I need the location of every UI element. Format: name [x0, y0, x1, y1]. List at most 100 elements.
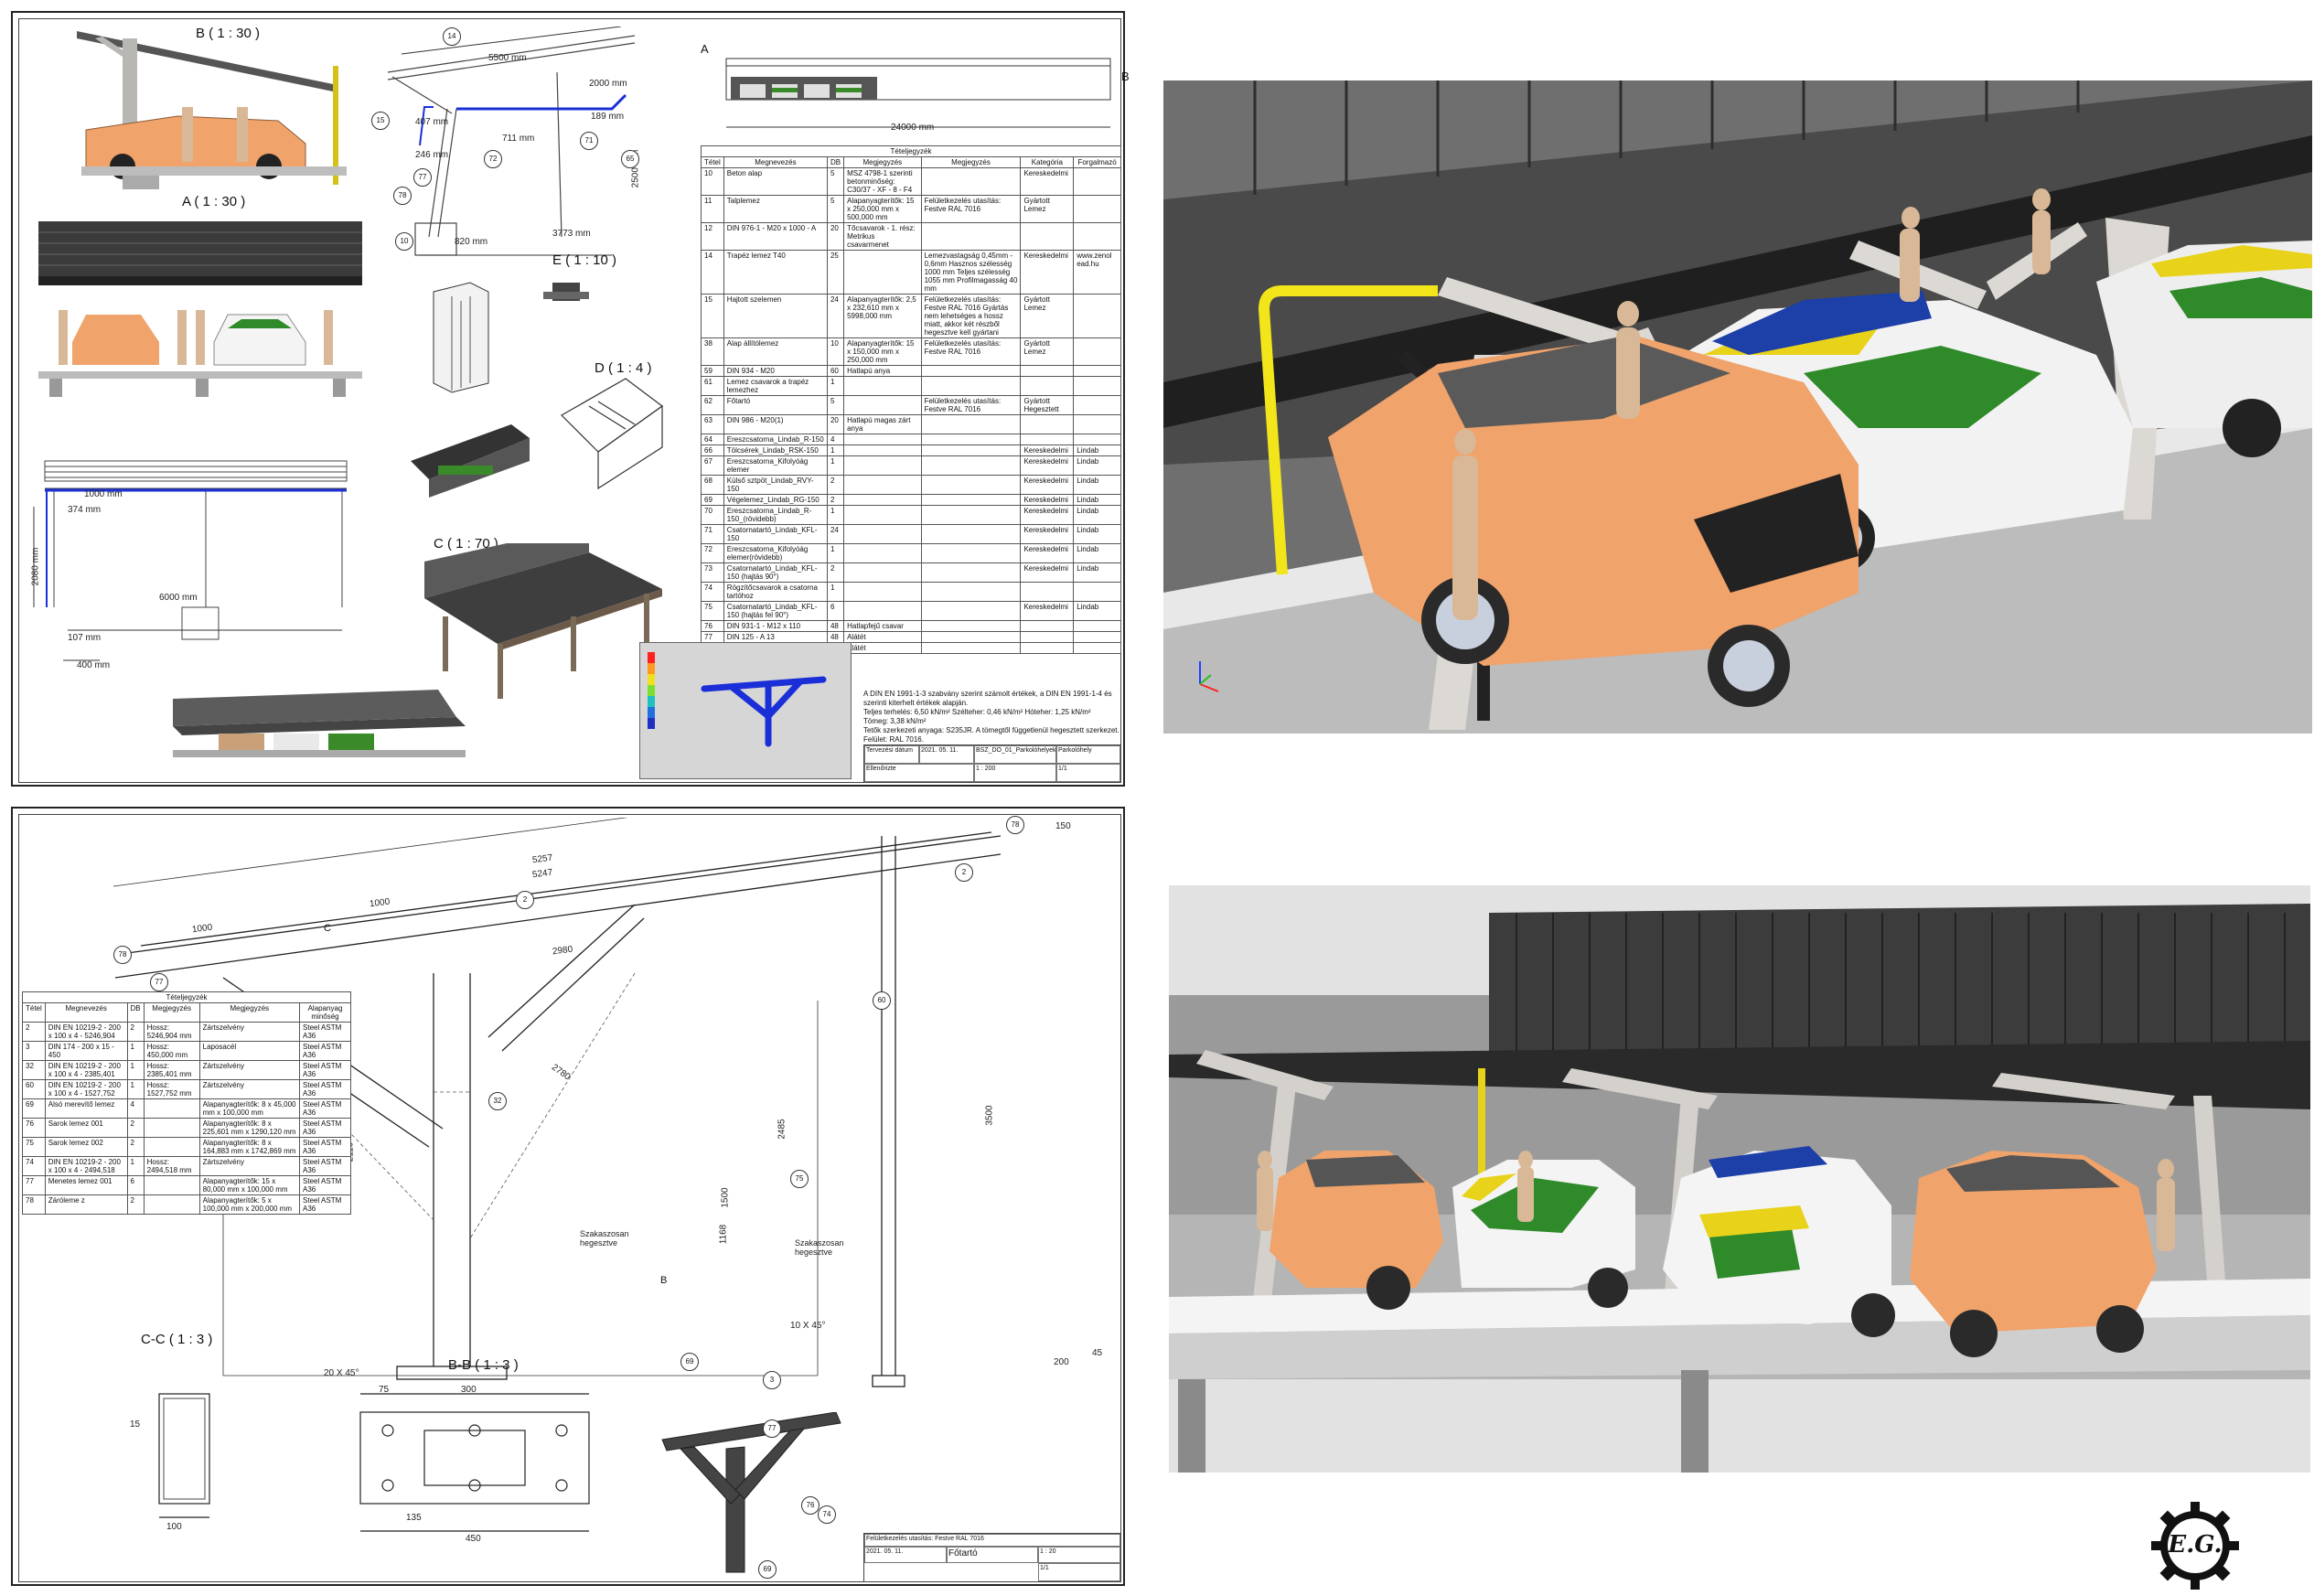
sheet2-bom-cell: DIN EN 10219-2 - 200 x 100 x 4 - 1527,75… [44, 1079, 128, 1099]
sheet1-bom-cell: Kereskedelmi [1020, 505, 1075, 525]
sheet2-bom-cell: Sarok lemez 001 [44, 1118, 128, 1138]
sheet1-bom-cell: 71 [701, 524, 724, 544]
sheet1-bom-cell: Főtartó [723, 395, 828, 415]
sheet2-bom-cell [143, 1175, 200, 1195]
view-c-render [406, 543, 680, 717]
sheet1-bom-cell: Lemezvastagság 0,45mm - 0,6mm Hasznos sz… [920, 250, 1022, 295]
dim-820: 820 mm [455, 237, 488, 247]
dim-100-cc: 100 [166, 1522, 182, 1532]
sheet1-bom-cell: Lemez csavarok a trapéz lemezhez [723, 376, 828, 396]
sheet1-bom-cell: 72 [701, 543, 724, 563]
section-bb-title: B-B ( 1 : 3 ) [448, 1357, 519, 1373]
sheet1-bom-cell: Alapanyagterítők: 15 x 150,000 mm x 250,… [843, 337, 922, 366]
sheet2-bom-cell: Zártszelvény [198, 1156, 301, 1176]
callout-75: 75 [790, 1170, 809, 1188]
sheet2-bom-cell [143, 1098, 200, 1119]
sheet1-bom-cell: 14 [701, 250, 724, 295]
sheet1-bom-cell [843, 582, 922, 602]
sheet1-bom-cell: Talplemez [723, 195, 828, 223]
sheet2-bom-cell: Alapanyagterítők: 8 x 45,000 mm x 100,00… [198, 1098, 301, 1119]
sheet1-bom-cell [1020, 620, 1075, 632]
sheet2-header-cell: Alapanyag minőség [299, 1002, 351, 1023]
sheet2-header-cell: Megnevezés [44, 1002, 128, 1023]
title-block-assembly: Tervezési dátum 2021. 05. 11. BSZ_DO_01_… [863, 744, 1121, 783]
sheet1-bom-cell: Felületkezelés utasítás: Festve RAL 7016 [920, 195, 1022, 223]
callout-14: 14 [443, 27, 461, 46]
sheet1-bom-cell [1073, 195, 1121, 223]
front-elevation-drawing [27, 452, 365, 676]
sheet1-bom-cell: 2 [826, 562, 845, 583]
dim-189: 189 mm [591, 112, 625, 122]
sheet2-bom-cell: 74 [22, 1156, 46, 1176]
weld-note-1: Szakaszosan hegesztve [580, 1229, 629, 1248]
dim-135: 135 [406, 1513, 422, 1523]
sheet1-bom-cell: 4 [826, 434, 845, 445]
view-e-detail [534, 269, 616, 324]
sheet2-bom-cell: Zártszelvény [198, 1060, 301, 1080]
tb2-name: Főtartó [947, 1547, 1038, 1563]
sheet2-bom-cell: Zártszelvény [198, 1079, 301, 1099]
sheet1-bom-cell [920, 365, 1022, 377]
drawing-sheet-main-beam: 5257 5247 1000 1000 2980 2780 3500 2110 … [11, 807, 1125, 1586]
sheet1-bom-cell: Gyártott Lemez [1020, 337, 1075, 366]
sheet1-bom-cell [843, 475, 922, 495]
dim-246: 246 mm [415, 150, 449, 160]
sheet1-bom-cell: DIN 986 - M20(1) [723, 414, 828, 434]
sheet2-bom-cell: 69 [22, 1098, 46, 1119]
sheet2-bom-cell: DIN EN 10219-2 - 200 x 100 x 4 - 5246,90… [44, 1022, 128, 1042]
sheet1-bom-cell: Kereskedelmi [1020, 250, 1075, 295]
sheet2-bom-cell: Steel ASTM A36 [299, 1156, 351, 1176]
sheet1-bom-cell [1073, 365, 1121, 377]
callout-15: 15 [371, 112, 390, 130]
sheet1-bom-cell: Lindab [1073, 524, 1121, 544]
sheet1-bom-cell [1073, 434, 1121, 445]
view-c-title: C ( 1 : 70 ) [434, 536, 498, 552]
dim-5500: 5500 mm [488, 53, 527, 63]
section-bb-drawing [333, 1376, 626, 1559]
dim-374: 374 mm [68, 505, 102, 515]
callout-77: 77 [413, 168, 432, 187]
sheet1-bom-cell: 48 [826, 620, 845, 632]
gear-logo-icon [2151, 1502, 2239, 1590]
sheet2-bom-cell: Alapanyagterítők: 5 x 100,000 mm x 200,0… [198, 1194, 301, 1215]
tb-sheet: 1/1 [1056, 764, 1120, 782]
tb-file: BSZ_DO_01_Parkolóhelyek_tervezése.idw [974, 745, 1056, 764]
render-view-top [1163, 80, 2312, 734]
sheet1-bom-cell: 66 [701, 445, 724, 456]
sheet2-bom-cell: Steel ASTM A36 [299, 1194, 351, 1215]
sheet1-bom-cell: www.zenol ead.hu [1073, 250, 1121, 295]
sheet1-bom-cell: 5 [826, 195, 845, 223]
dim-300: 300 [461, 1385, 477, 1395]
dim-2485: 2485 [777, 1119, 787, 1140]
dim-3773: 3773 mm [552, 229, 591, 239]
sheet2-bom-cell: Hossz: 5246,904 mm [143, 1022, 200, 1042]
view-e-title: E ( 1 : 10 ) [552, 252, 617, 268]
sheet2-bom-cell: Steel ASTM A36 [299, 1060, 351, 1080]
main-beam-3d [653, 1412, 854, 1577]
sheet1-bom-cell: 5 [826, 167, 845, 196]
sheet2-bom-cell [143, 1137, 200, 1157]
sheet1-bom-cell: Hajtott szelemen [723, 294, 828, 338]
sheet1-bom-cell: 73 [701, 562, 724, 583]
sheet2-bom-cell: 1 [126, 1041, 145, 1061]
sheet2-header-cell: Megjegyzés [143, 1002, 200, 1023]
tb-designer: Tervezési dátum [864, 745, 919, 764]
fea-result-view [639, 642, 852, 779]
sheet2-bom-cell: Menetes lemez 001 [44, 1175, 128, 1195]
sheet1-bom-cell: Felületkezelés utasítás: Festve RAL 7016… [920, 294, 1022, 338]
view-a-title: A ( 1 : 30 ) [182, 194, 246, 209]
dim-150: 150 [1055, 821, 1071, 831]
sheet1-bom-cell [920, 445, 1022, 456]
sheet1-bom-cell: Tőcsavarok - 1. rész: Metrikus csavarmen… [843, 222, 922, 251]
note-2: Teljes terhelés: 6,50 kN/m² Szélteher: 0… [863, 708, 1091, 716]
